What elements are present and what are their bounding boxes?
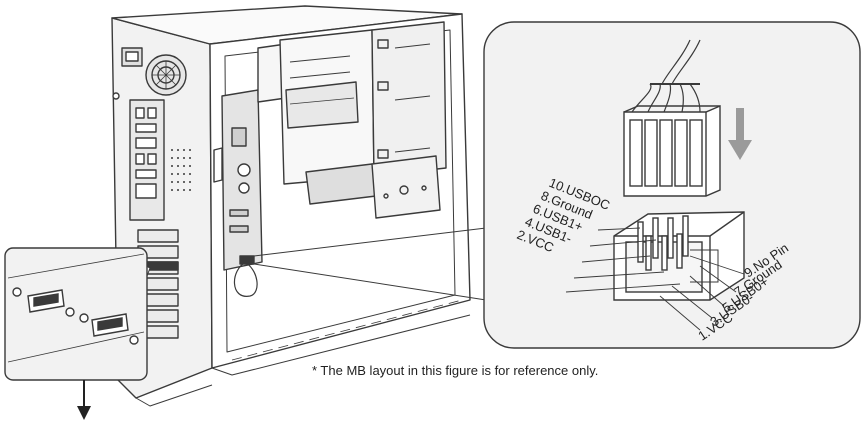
usb-cable-connector xyxy=(623,104,721,197)
front-usb-zoom xyxy=(4,247,151,381)
front-panel-zoom-box xyxy=(4,247,148,381)
front-usb-port-icon xyxy=(27,289,65,313)
usb-cable xyxy=(233,261,258,297)
insert-arrow-icon xyxy=(728,108,752,160)
motherboard xyxy=(221,89,263,271)
header-pins xyxy=(637,215,689,271)
down-arrow-icon xyxy=(77,380,91,420)
header-zoom-panel: 10.USBOC 8.Ground 6.USB1+ 4.USB1- 2.VCC … xyxy=(483,21,861,349)
usb-pin-header xyxy=(613,211,745,301)
drive-cage xyxy=(279,21,447,219)
screw-icon xyxy=(129,335,139,345)
zoom-lines xyxy=(253,227,487,301)
reference-note: * The MB layout in this figure is for re… xyxy=(312,363,599,378)
pin-leader-lines xyxy=(565,227,745,331)
screw-icon xyxy=(65,307,75,317)
pin-labels-left: 10.USBOC 8.Ground 6.USB1+ 4.USB1- 2.VCC xyxy=(515,175,612,255)
mb-usb-header-small xyxy=(239,255,255,265)
psu-fan-icon xyxy=(145,54,187,96)
vent-holes xyxy=(171,149,191,191)
screw-icon xyxy=(12,287,22,297)
front-usb-port-icon xyxy=(91,313,129,337)
screw-icon xyxy=(79,313,89,323)
cable-bundle xyxy=(631,39,701,113)
pc-case xyxy=(111,5,471,407)
io-shield xyxy=(129,99,165,221)
